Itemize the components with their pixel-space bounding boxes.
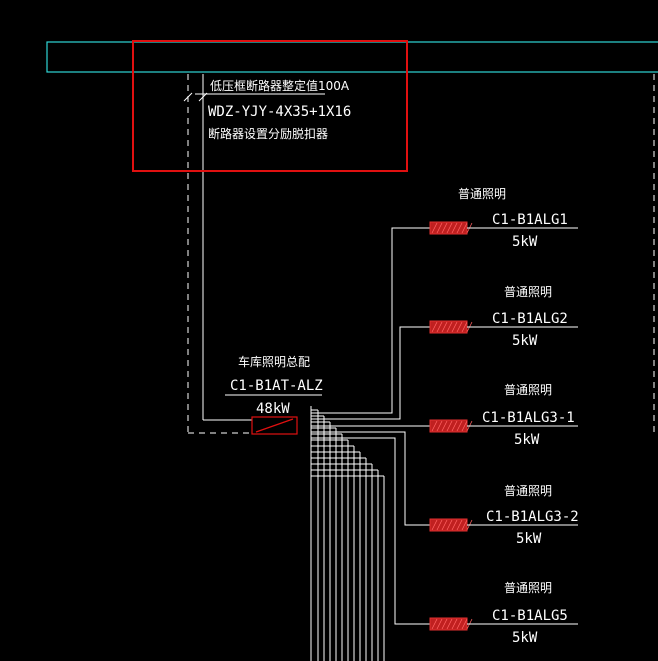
branch-circuit: 普通照明 C1-B1ALG5 5kW — [311, 437, 578, 646]
branch-label-text: 普通照明 — [458, 187, 506, 201]
branch-id-text: C1-B1ALG1 — [492, 212, 568, 228]
branch-power-text: 5kW — [512, 333, 538, 349]
breaker-hatch — [451, 519, 458, 531]
branch-circuits: 普通照明 C1-B1ALG1 5kW 普通照明 C1-B1ALG2 5kW 普通照明 C1-B… — [311, 187, 579, 646]
branch-label-text: 普通照明 — [504, 383, 552, 397]
breaker-hatch — [431, 618, 438, 630]
feeder-tick — [183, 92, 193, 102]
breaker-hatch — [456, 321, 463, 333]
breaker-hatch — [441, 222, 448, 234]
branch-id-text: C1-B1ALG2 — [492, 311, 568, 327]
breaker-setting-text: 低压框断路器整定值100A — [210, 78, 350, 93]
breaker-hatch — [451, 420, 458, 432]
breaker-hatch — [431, 420, 438, 432]
breaker-hatch — [456, 618, 463, 630]
branch-wire — [311, 431, 430, 526]
branch-label-text: 普通照明 — [504, 285, 552, 299]
branch-label-text: 普通照明 — [504, 484, 552, 498]
breaker-hatch — [461, 321, 468, 333]
breaker-hatch — [461, 618, 468, 630]
breaker-hatch — [441, 420, 448, 432]
breaker-hatch — [436, 618, 443, 630]
branch-id-text: C1-B1ALG3-1 — [482, 410, 575, 426]
breaker-hatch — [461, 420, 468, 432]
branch-power-text: 5kW — [514, 432, 540, 448]
panel-id-text: C1-B1AT-ALZ — [230, 378, 323, 394]
breaker-hatch — [436, 519, 443, 531]
busbar — [46, 41, 658, 73]
branch-id-text: C1-B1ALG5 — [492, 608, 568, 624]
breaker-note-text: 断路器设置分励脱扣器 — [208, 126, 328, 141]
panel-name-text: 车库照明总配 — [238, 354, 310, 369]
breaker-hatch — [456, 420, 463, 432]
branch-wire — [311, 227, 430, 414]
branch-power-text: 5kW — [512, 234, 538, 250]
breaker-hatch — [446, 519, 453, 531]
branch-wire — [311, 437, 430, 625]
breaker-hatch — [461, 222, 468, 234]
cable-spec-text: WDZ-YJY-4X35+1X16 — [208, 104, 351, 120]
breaker-hatch — [441, 519, 448, 531]
breaker-hatch — [451, 618, 458, 630]
breaker-hatch — [431, 519, 438, 531]
branch-circuit: 普通照明 C1-B1ALG1 5kW — [311, 187, 578, 414]
breaker-hatch — [431, 321, 438, 333]
branch-circuit: 普通照明 C1-B1ALG2 5kW — [311, 285, 578, 420]
breaker-hatch — [436, 321, 443, 333]
breaker-hatch — [456, 222, 463, 234]
breaker-hatch — [441, 618, 448, 630]
outgoing-bundle — [310, 406, 385, 661]
branch-wire — [311, 326, 430, 420]
branch-circuit: 普通照明 C1-B1ALG3-1 5kW — [311, 383, 578, 448]
breaker-hatch — [461, 519, 468, 531]
breaker-hatch — [436, 420, 443, 432]
branch-label-text: 普通照明 — [504, 581, 552, 595]
panel-power-text: 48kW — [256, 401, 290, 417]
breaker-hatch — [446, 222, 453, 234]
breaker-hatch — [451, 321, 458, 333]
branch-id-text: C1-B1ALG3-2 — [486, 509, 579, 525]
breaker-hatch — [446, 618, 453, 630]
breaker-hatch — [431, 222, 438, 234]
highlight-box[interactable] — [132, 40, 408, 172]
branch-power-text: 5kW — [516, 531, 542, 547]
breaker-hatch — [441, 321, 448, 333]
branch-circuit: 普通照明 C1-B1ALG3-2 5kW — [311, 431, 579, 547]
breaker-hatch — [446, 420, 453, 432]
breaker-hatch — [451, 222, 458, 234]
breaker-hatch — [456, 519, 463, 531]
branch-power-text: 5kW — [512, 630, 538, 646]
panel-breaker-symbol — [251, 416, 298, 435]
panel-breaker-diagonal — [255, 418, 294, 433]
breaker-hatch — [436, 222, 443, 234]
breaker-hatch — [446, 321, 453, 333]
